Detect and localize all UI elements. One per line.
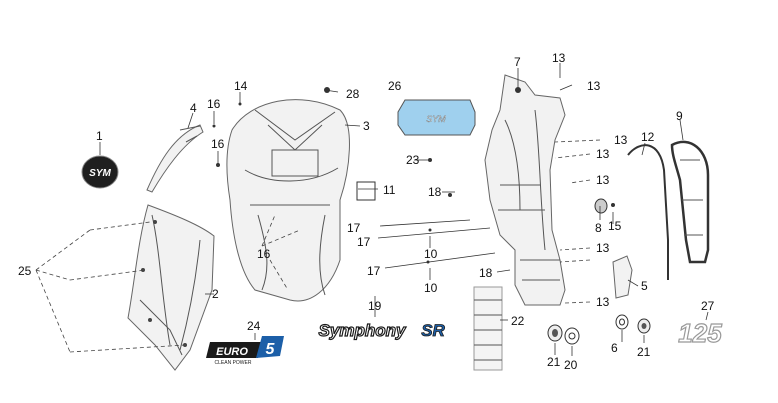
rear-panel-sheet <box>473 286 503 371</box>
callout-10a: 10 <box>424 247 438 261</box>
callout-24: 24 <box>247 319 261 333</box>
sym-badge: SYM <box>81 155 119 189</box>
callout-28: 28 <box>346 87 360 101</box>
callout-13b: 13 <box>587 79 601 93</box>
callout-9: 9 <box>676 109 683 123</box>
washer-6 <box>615 314 629 330</box>
symphony-sr-decal: Symphony SR <box>318 320 446 340</box>
symphony-decal-sr: SR <box>421 321 445 340</box>
callout-16a: 16 <box>207 97 221 111</box>
callout-6: 6 <box>611 341 618 355</box>
euro5-decal-text: EURO <box>216 346 248 358</box>
leader-lines <box>35 63 709 356</box>
euro5-decal-number: 5 <box>266 341 276 358</box>
callout-13d: 13 <box>596 147 610 161</box>
euro5-decal-sub: CLEAN POWER <box>215 360 252 366</box>
callout-13a: 13 <box>552 51 566 65</box>
bracket <box>612 255 633 299</box>
callout-27: 27 <box>701 299 715 313</box>
callout-4: 4 <box>190 101 197 115</box>
callout-10b: 10 <box>424 281 438 295</box>
callout-17a: 17 <box>347 221 361 235</box>
callout-20: 20 <box>564 358 578 372</box>
callout-26: 26 <box>388 79 402 93</box>
callout-3: 3 <box>363 119 370 133</box>
inner-leg-shield <box>484 74 566 306</box>
front-trim-strip <box>146 124 204 193</box>
side-seal <box>670 140 710 264</box>
callout-18a: 18 <box>428 185 442 199</box>
front-lower-cover <box>127 204 215 371</box>
callout-12: 12 <box>641 130 655 144</box>
callout-21a: 21 <box>547 355 561 369</box>
callout-14: 14 <box>234 79 248 93</box>
grommet-21-right <box>637 318 651 334</box>
callout-19: 19 <box>368 299 382 313</box>
grommet-21-left <box>547 324 563 342</box>
callout-13e: 13 <box>596 173 610 187</box>
emblem-plate: SYM <box>397 99 476 136</box>
callout-13f: 13 <box>596 241 610 255</box>
callout-17c: 17 <box>367 264 381 278</box>
washer-20 <box>564 327 580 345</box>
callout-1: 1 <box>96 129 103 143</box>
sym-badge-text: SYM <box>89 168 111 179</box>
callout-numbers: 1 2 3 4 5 6 7 8 9 10 10 11 12 13 13 13 1… <box>18 51 715 372</box>
grommet-8 <box>594 198 608 214</box>
callout-2: 2 <box>212 287 219 301</box>
callout-23: 23 <box>406 153 420 167</box>
callout-17b: 17 <box>357 235 371 249</box>
euro5-decal: EURO 5 CLEAN POWER <box>206 336 284 366</box>
symphony-decal-text: Symphony <box>319 321 407 340</box>
callout-16c: 16 <box>257 247 271 261</box>
displacement-decal: 125 <box>678 318 722 348</box>
callout-13g: 13 <box>596 295 610 309</box>
fastener-lines <box>212 87 615 269</box>
square-clip <box>356 181 376 201</box>
callout-7: 7 <box>514 55 521 69</box>
callout-5: 5 <box>641 279 648 293</box>
callout-15: 15 <box>608 219 622 233</box>
callout-11: 11 <box>383 183 396 197</box>
emblem-plate-text: SYM <box>426 114 446 124</box>
callout-16b: 16 <box>211 137 225 151</box>
callout-21b: 21 <box>637 345 651 359</box>
cable-seal <box>627 144 669 280</box>
callout-25: 25 <box>18 264 32 278</box>
front-shield-cover <box>226 99 350 302</box>
callout-22: 22 <box>511 314 525 328</box>
callout-18b: 18 <box>479 266 493 280</box>
callout-13c: 13 <box>614 133 628 147</box>
callout-8: 8 <box>595 221 602 235</box>
